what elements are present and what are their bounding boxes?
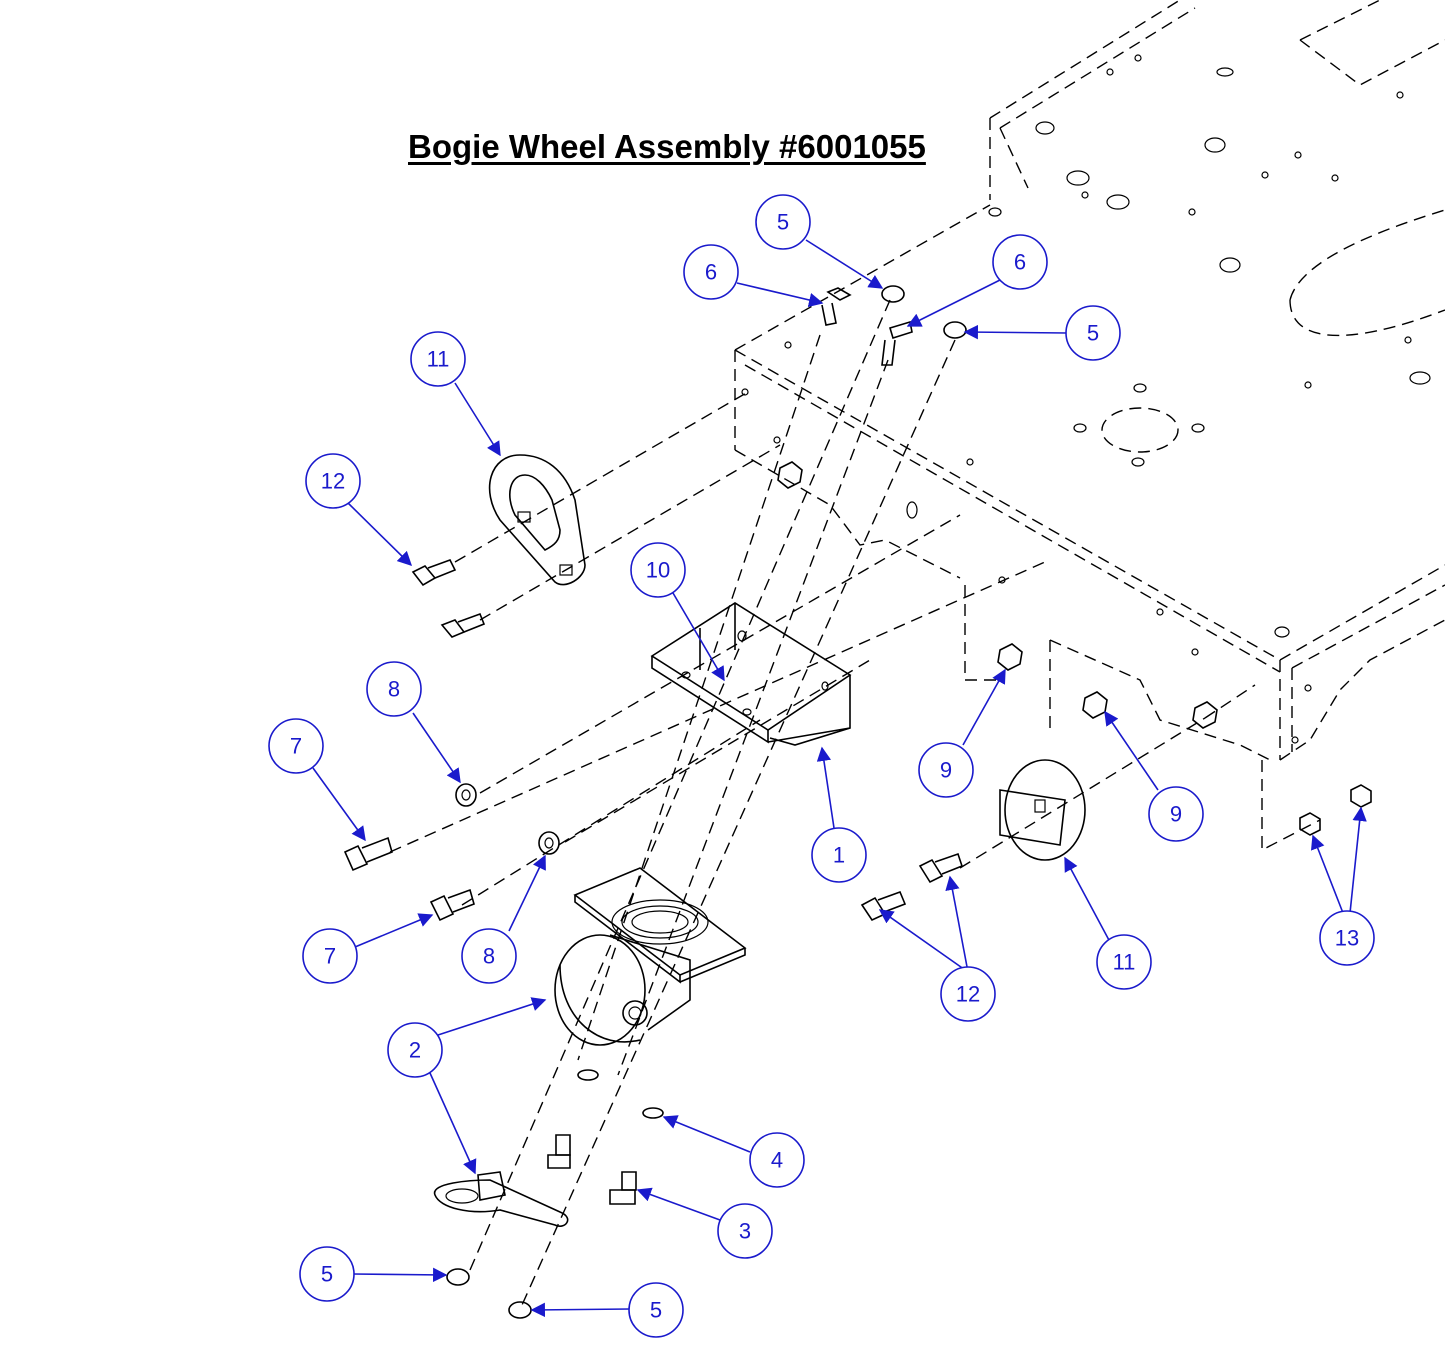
callout-12-lower: 12 xyxy=(940,966,996,1022)
tie-down-ring-upper xyxy=(488,454,586,586)
callout-label: 12 xyxy=(956,982,980,1007)
callout-label: 10 xyxy=(646,558,670,583)
diagram-title: Bogie Wheel Assembly #6001055 xyxy=(408,128,926,165)
callout-1: 1 xyxy=(811,827,867,883)
callout-9-right: 9 xyxy=(1148,786,1204,842)
callout-label: 5 xyxy=(321,1262,333,1287)
callout-2: 2 xyxy=(387,1022,443,1078)
callout-5-top: 5 xyxy=(755,194,811,250)
callout-label: 12 xyxy=(321,469,345,494)
callout-label: 8 xyxy=(388,677,400,702)
callout-8-lower: 8 xyxy=(461,928,517,984)
caster-wheel xyxy=(554,867,747,1046)
callout-label: 11 xyxy=(1113,950,1136,975)
callout-label: 1 xyxy=(833,843,845,868)
callout-5-bottom-right: 5 xyxy=(628,1282,684,1338)
tie-down-ring-lower xyxy=(999,759,1086,861)
callout-11-lower: 11 xyxy=(1096,934,1152,990)
callout-label: 9 xyxy=(940,758,952,783)
callout-label: 9 xyxy=(1170,802,1182,827)
callout-label: 6 xyxy=(705,260,717,285)
callout-label: 6 xyxy=(1014,250,1026,275)
callout-label: 7 xyxy=(290,734,302,759)
callout-5-bottom-left: 5 xyxy=(299,1246,355,1302)
callout-label: 7 xyxy=(324,944,336,969)
callout-6-left: 6 xyxy=(683,244,739,300)
callout-7-lower: 7 xyxy=(302,928,358,984)
callout-label: 5 xyxy=(650,1298,662,1323)
callout-label: 3 xyxy=(739,1219,751,1244)
callout-5-right: 5 xyxy=(1065,305,1121,361)
chassis-frame xyxy=(734,0,1445,852)
callout-label: 11 xyxy=(427,347,450,372)
callout-11-upper: 11 xyxy=(410,331,466,387)
callout-4: 4 xyxy=(749,1132,805,1188)
callout-label: 5 xyxy=(1087,321,1099,346)
callout-leaders xyxy=(312,239,1367,1318)
callout-label: 8 xyxy=(483,944,495,969)
mounting-bracket xyxy=(650,602,852,746)
callout-6-right: 6 xyxy=(992,234,1048,290)
callout-8-upper: 8 xyxy=(366,661,422,717)
callout-label: 2 xyxy=(409,1038,421,1063)
callout-10: 10 xyxy=(630,542,686,598)
callout-3: 3 xyxy=(717,1203,773,1259)
brake-plate xyxy=(434,1171,569,1227)
callout-13: 13 xyxy=(1319,910,1375,966)
callout-label: 4 xyxy=(771,1148,783,1173)
callout-label: 13 xyxy=(1335,926,1359,951)
callout-12-upper: 12 xyxy=(305,453,361,509)
frame-holes xyxy=(741,54,1431,744)
callout-label: 5 xyxy=(777,210,789,235)
callout-9-left: 9 xyxy=(918,742,974,798)
callout-7-upper: 7 xyxy=(268,718,324,774)
